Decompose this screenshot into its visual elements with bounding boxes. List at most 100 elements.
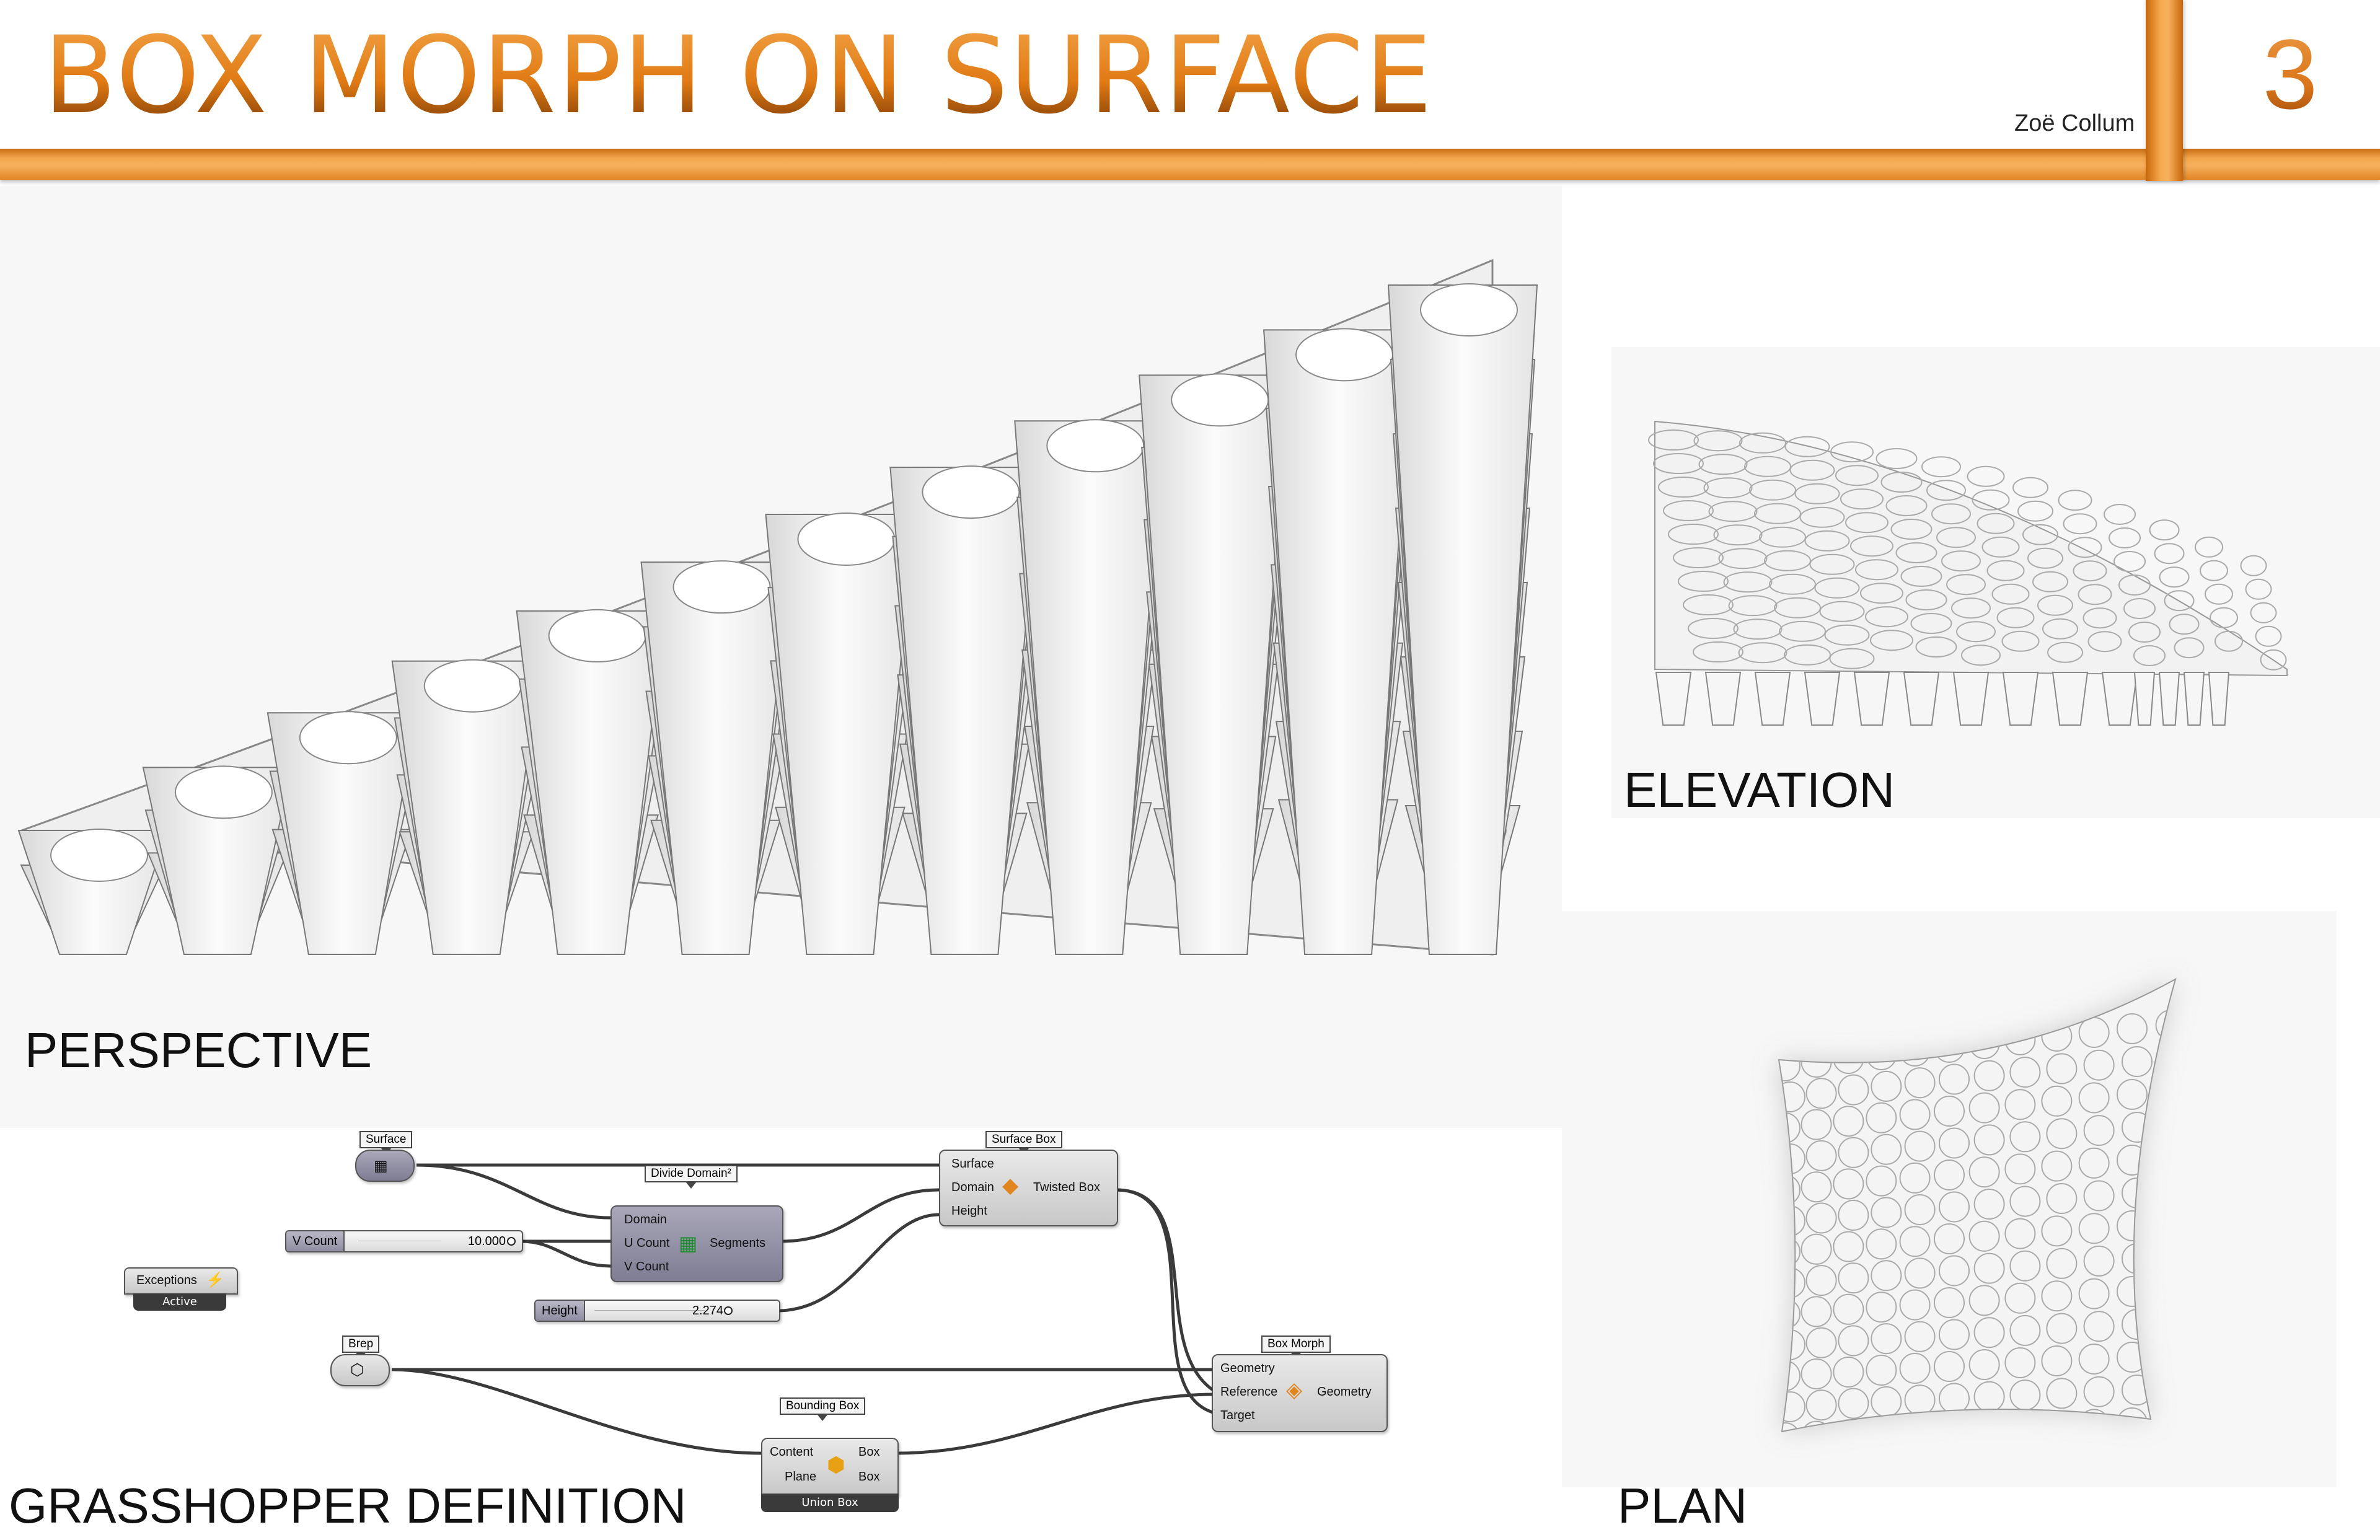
elevation-cell <box>1977 513 2015 534</box>
divide-domain-component[interactable]: Domain U Count V Count ▦ Segments <box>610 1205 783 1282</box>
plan-cell <box>2200 1173 2230 1202</box>
vcount-slider-knob[interactable] <box>507 1237 516 1246</box>
box-morph-input-reference[interactable]: Reference <box>1220 1385 1278 1399</box>
box-morph-output-geometry[interactable]: Geometry <box>1317 1385 1372 1399</box>
elevation-cell <box>1759 526 1806 548</box>
perspective-cone <box>1139 374 1289 955</box>
elevation-cell <box>1673 547 1724 568</box>
vcount-slider[interactable]: V Count 10.000 <box>285 1230 523 1252</box>
header-bar <box>0 149 2380 180</box>
plan-cell <box>1973 1317 2005 1349</box>
plan-cell <box>1904 1257 1936 1289</box>
height-slider-value: 2.274 <box>692 1304 723 1318</box>
elevation-cell <box>1779 620 1826 642</box>
surface-box-output-twisted-box[interactable]: Twisted Box <box>1033 1181 1100 1194</box>
elevation-cell <box>2104 504 2136 525</box>
elevation-cone <box>1804 672 1841 726</box>
twisted-box-icon: ◆ <box>1002 1174 1019 1197</box>
plan-cell <box>1973 1060 2005 1091</box>
elevation-cell <box>1814 577 1860 599</box>
plan-cell <box>1934 1159 1965 1190</box>
perspective-cone-opening <box>548 609 646 662</box>
elevation-cell <box>1986 560 2025 581</box>
bounding-box-output-box-1[interactable]: Box <box>858 1445 880 1459</box>
height-slider-knob[interactable] <box>724 1306 733 1315</box>
elevation-cell <box>1850 535 1893 557</box>
box-morph-input-target[interactable]: Target <box>1220 1409 1255 1422</box>
surface-param[interactable]: ▦ <box>355 1150 415 1182</box>
surface-box-input-height[interactable]: Height <box>951 1204 987 1218</box>
bounding-box-tag: Bounding Box <box>780 1397 866 1421</box>
perspective-cone-opening <box>423 659 522 713</box>
elevation-cell <box>1794 483 1840 504</box>
perspective-cone-opening <box>174 765 273 819</box>
elevation-cell <box>1860 583 1903 604</box>
elevation-cell <box>2109 527 2141 548</box>
elevation-cell <box>1774 597 1821 618</box>
elevation-cell <box>2154 543 2185 565</box>
plan-cell <box>2160 1174 2175 1206</box>
plan-cell <box>2046 1378 2078 1409</box>
box-morph-component[interactable]: Geometry Reference Target ◈ Geometry <box>1212 1354 1388 1432</box>
surface-box-input-surface[interactable]: Surface <box>951 1157 994 1171</box>
plan-cell <box>1871 1070 1902 1102</box>
divide-domain-input-vcount[interactable]: V Count <box>624 1260 669 1274</box>
perspective-cone <box>267 712 418 955</box>
elevation-cell <box>2017 500 2053 522</box>
divide-domain-input-ucount[interactable]: U Count <box>624 1236 670 1250</box>
exceptions-component[interactable]: Exceptions ⚡ <box>124 1267 238 1295</box>
elevation-cell <box>2022 524 2058 545</box>
bounding-box-output-box-2[interactable]: Box <box>858 1470 880 1484</box>
plan-cell <box>2155 1406 2175 1432</box>
bounding-box-component[interactable]: Content Plane ⬢ Box Box <box>761 1438 899 1496</box>
elevation-cell <box>1967 465 2005 487</box>
plan-cell <box>1968 1156 2000 1188</box>
elevation-cell <box>1809 553 1855 575</box>
divide-domain-input-domain[interactable]: Domain <box>624 1213 667 1226</box>
plan-label: PLAN <box>1618 1478 1747 1533</box>
perspective-label: PERSPECTIVE <box>25 1023 372 1078</box>
elevation-cell <box>1728 595 1778 617</box>
divide-domain-output-segments[interactable]: Segments <box>710 1236 766 1250</box>
box-morph-input-geometry[interactable]: Geometry <box>1220 1362 1275 1375</box>
plan-cell <box>2083 1180 2115 1212</box>
perspective-render <box>17 258 1538 956</box>
plan-cell <box>1833 1357 1864 1388</box>
plan-cell <box>2195 1073 2225 1102</box>
plan-cell <box>2078 1017 2110 1048</box>
elevation-cell <box>2058 490 2092 511</box>
bounding-box-input-content[interactable]: Content <box>770 1445 814 1459</box>
plan-cell <box>1939 1319 1970 1350</box>
perspective-cone <box>1387 284 1538 955</box>
elevation-cell <box>2169 614 2200 635</box>
brep-param[interactable]: ⬡ <box>330 1354 390 1386</box>
height-slider-track <box>594 1310 705 1311</box>
plan-cell <box>1779 1391 1805 1422</box>
plan-cell <box>1899 1289 1931 1321</box>
elevation-cell <box>1733 618 1783 640</box>
surface-box-input-domain[interactable]: Domain <box>951 1181 994 1194</box>
elevation-cell <box>1936 527 1976 548</box>
elevation-cone <box>2183 672 2205 726</box>
plan-cell <box>2046 1313 2078 1344</box>
perspective-cone-opening <box>1046 419 1145 473</box>
brep-param-tag: Brep <box>342 1335 380 1359</box>
elevation-cell <box>1658 477 1709 498</box>
plan-cell <box>2004 1153 2036 1185</box>
elevation-cell <box>1865 606 1908 628</box>
height-slider[interactable]: Height 2.274 <box>534 1300 780 1322</box>
bounding-box-footer: Union Box <box>761 1494 899 1512</box>
plan-cell <box>1934 1096 1965 1127</box>
elevation-cell <box>2245 578 2272 600</box>
elevation-cell <box>1829 648 1875 669</box>
surface-box-component[interactable]: Surface Domain Height ◆ Twisted Box <box>939 1150 1118 1226</box>
elevation-cell <box>1708 501 1758 522</box>
surface-param-tag: Surface <box>359 1131 413 1155</box>
vcount-slider-label: V Count <box>286 1231 345 1251</box>
exceptions-icon: ⚡ <box>206 1272 224 1288</box>
elevation-cell <box>1718 548 1768 570</box>
plan-cell <box>2041 1410 2073 1432</box>
plan-cell <box>1866 1355 1897 1386</box>
bounding-box-input-plane[interactable]: Plane <box>785 1470 817 1484</box>
elevation-cell <box>1749 479 1796 501</box>
